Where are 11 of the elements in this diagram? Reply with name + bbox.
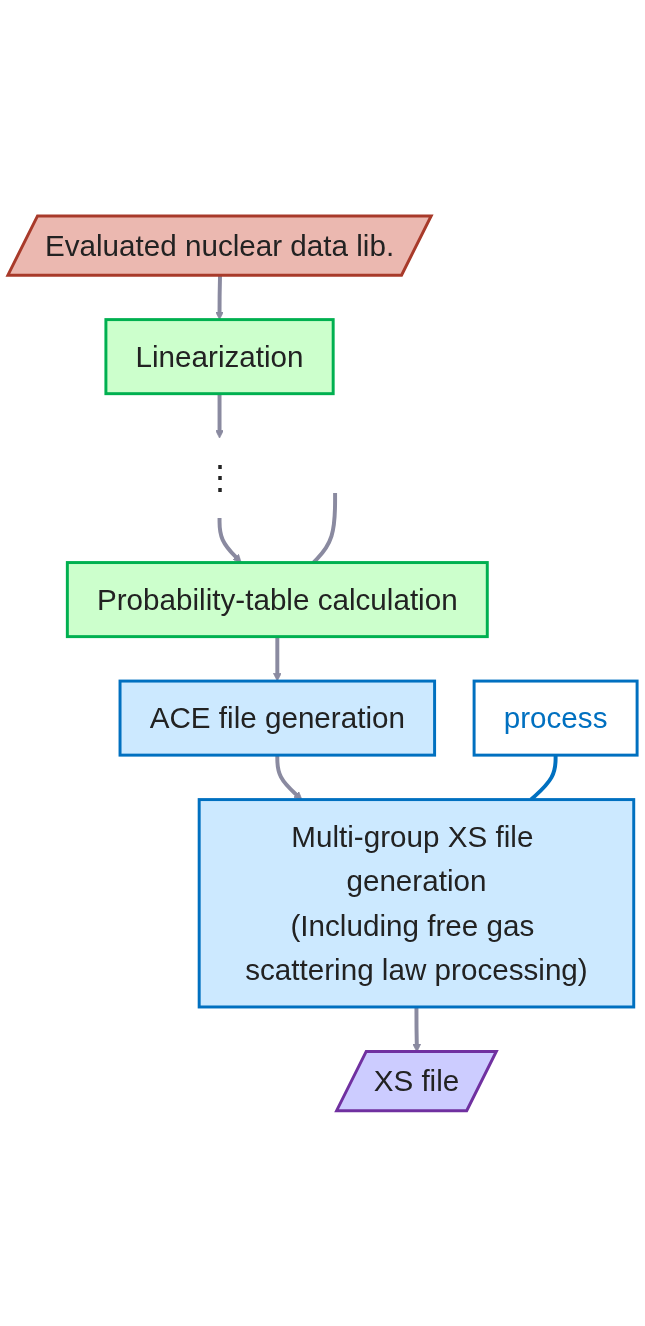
node-box: Probability-table calculation — [65, 560, 489, 638]
arrow — [217, 517, 242, 563]
arrow — [412, 1006, 422, 1052]
node-box: Multi-group XS file generation (Including free gas scattering law processing) — [197, 797, 636, 1009]
node-text: ⋮ — [202, 458, 237, 497]
node-box: process — [472, 679, 639, 757]
arrow — [215, 393, 224, 439]
node-box: Linearization — [104, 317, 335, 395]
node-box: ACE file generation — [118, 679, 437, 757]
arrow — [215, 275, 224, 320]
arrow — [275, 754, 303, 800]
